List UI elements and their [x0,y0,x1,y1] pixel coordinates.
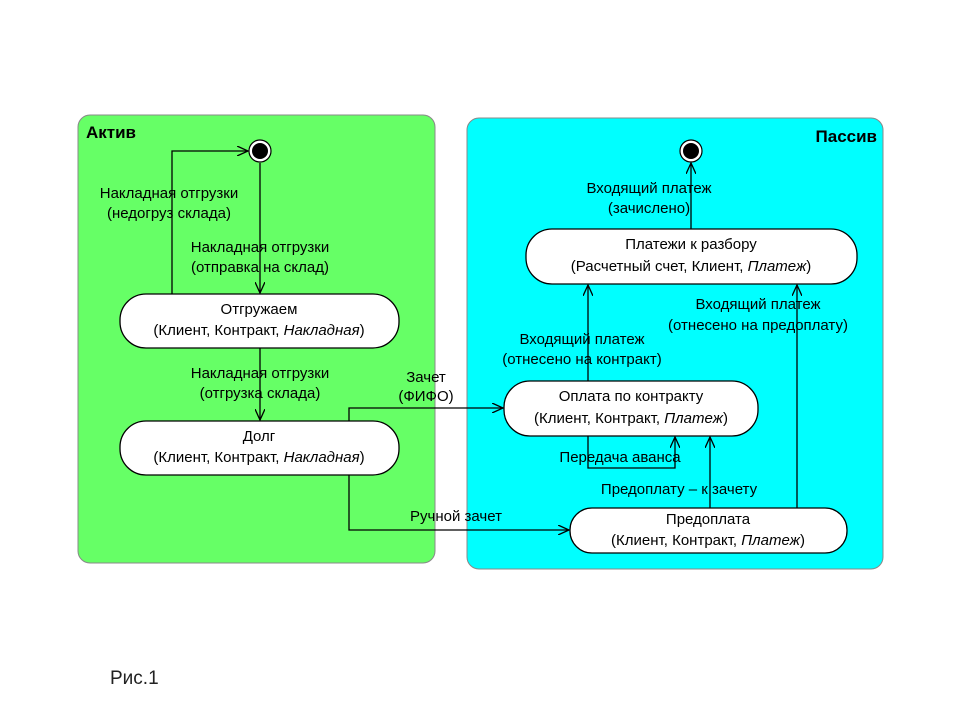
transition-line-zachet-fifo [348,408,503,421]
label-vhod-zachisleno-2: (зачислено) [608,200,690,217]
label-vhod-kontrakt-2: (отнесено на контракт) [502,351,661,368]
state-dolg [119,420,400,476]
label-otgruzka-1: Накладная отгрузки [191,365,330,382]
label-ruchnoy: Ручной зачет [410,508,502,525]
label-otpravka-1: Накладная отгрузки [191,239,330,256]
label-vhod-kontrakt-1: Входящий платеж [519,331,644,348]
label-otpravka-2: (отправка на склад) [191,259,329,276]
state-platezhi-attrs: (Расчетный счет, Клиент, Платеж) [571,258,812,275]
label-nedogruz-2: (недогруз склада) [107,205,231,222]
state-dolg-attrs: (Клиент, Контракт, Накладная) [153,449,364,466]
figure-caption: Рис.1 [110,668,159,689]
final-state-aktiv [248,139,272,163]
state-oplata-attrs: (Клиент, Контракт, Платеж) [534,410,728,427]
state-oplata-name: Оплата по контракту [559,388,704,405]
state-otgruzhaem-name: Отгружаем [221,301,298,318]
label-vhod-predoplata-2: (отнесено на предоплату) [668,317,848,334]
transition-line-peredacha [587,436,675,469]
label-otgruzka-2: (отгрузка склада) [200,385,321,402]
label-zachet-2: (ФИФО) [398,388,453,405]
state-otgruzhaem-attrs: (Клиент, Контракт, Накладная) [153,322,364,339]
label-vhod-zachisleno-1: Входящий платеж [586,180,711,197]
state-predoplata-name: Предоплата [666,511,751,528]
transition-line-ruchnoy [348,475,569,530]
state-predoplata-attrs: (Клиент, Контракт, Платеж) [611,532,805,549]
state-platezhi-name: Платежи к разбору [625,236,757,253]
label-peredacha: Передача аванса [559,449,681,466]
label-zachet-1: Зачет [406,369,446,386]
state-predoplata [569,507,848,554]
state-oplata [503,380,759,437]
label-vhod-predoplata-1: Входящий платеж [695,296,820,313]
region-passiv-title: Пассив [816,127,877,146]
state-dolg-name: Долг [243,428,276,445]
transition-line-nedogruz [171,151,248,294]
region-aktiv-title: Актив [86,123,136,142]
label-predoplatu-k-zachetu: Предоплату – к зачету [601,481,758,498]
final-state-passiv [679,139,703,163]
label-nedogruz-1: Накладная отгрузки [100,185,239,202]
